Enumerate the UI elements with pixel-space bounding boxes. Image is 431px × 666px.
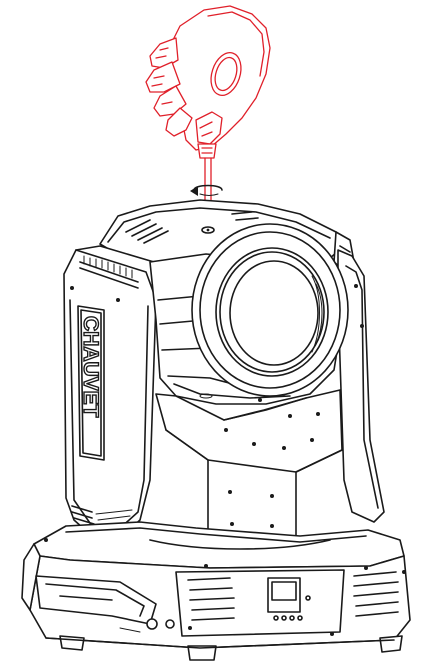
- fixture-base: [21, 521, 411, 661]
- yoke-right-arm: [337, 249, 385, 523]
- lens-assembly: [191, 223, 349, 397]
- yoke-left-arm: [63, 245, 161, 541]
- rotation-arrow-icon: [190, 184, 223, 196]
- hand-with-screwdriver-icon: [145, 5, 271, 227]
- brand-logo: CHAUVET: [79, 316, 102, 418]
- yoke-center-block: [155, 389, 343, 541]
